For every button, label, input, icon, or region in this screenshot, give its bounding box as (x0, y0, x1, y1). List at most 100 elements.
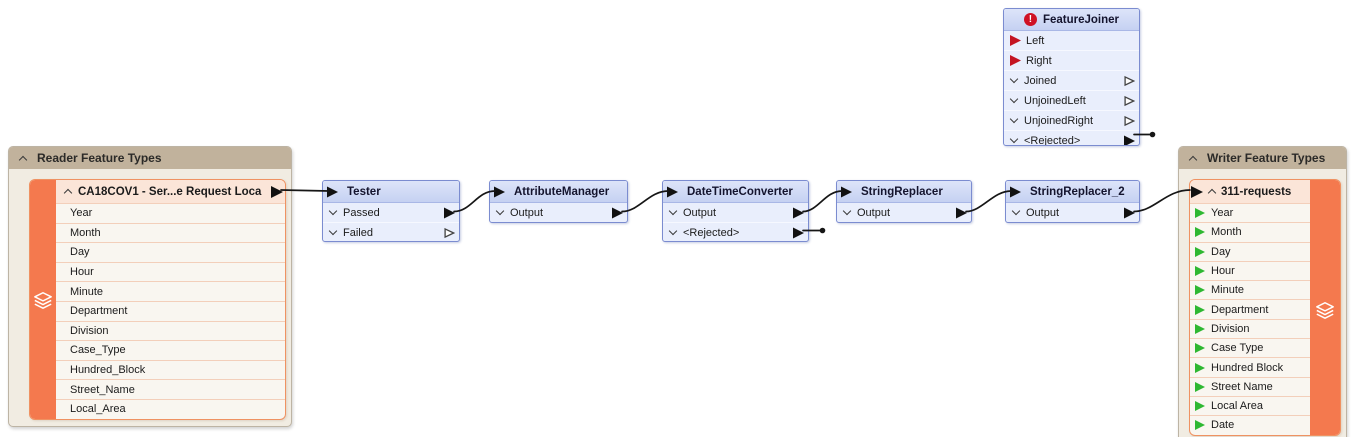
writer-attribute-row[interactable]: Date (1190, 415, 1310, 434)
transformer-stringreplacer[interactable]: StringReplacer Output (836, 180, 972, 223)
input-port[interactable] (494, 186, 505, 197)
transformer-stringreplacer-2[interactable]: StringReplacer_2 Output (1005, 180, 1140, 223)
writer-feature-types-panel[interactable]: Writer Feature Types 311-requests Year M… (1178, 146, 1347, 437)
chevron-down-icon[interactable] (1010, 96, 1019, 105)
output-row-joined[interactable]: Joined (1004, 70, 1139, 90)
collapse-icon[interactable] (19, 154, 28, 163)
transformer-header[interactable]: StringReplacer_2 (1006, 181, 1139, 203)
output-row-unjoinedright[interactable]: UnjoinedRight (1004, 110, 1139, 130)
transformer-featurejoiner[interactable]: ! FeatureJoiner Left Right Joined Unjoin… (1003, 8, 1140, 146)
output-port[interactable] (793, 207, 804, 218)
output-row-output[interactable]: Output (1006, 203, 1139, 222)
output-row-passed[interactable]: Passed (323, 203, 459, 222)
output-port[interactable] (444, 227, 455, 238)
chevron-down-icon[interactable] (1010, 76, 1019, 85)
chevron-down-icon[interactable] (843, 208, 852, 217)
output-port[interactable] (793, 227, 804, 238)
input-port[interactable] (667, 186, 678, 197)
transformer-header[interactable]: DateTimeConverter (663, 181, 808, 203)
output-row-rejected[interactable]: <Rejected> (663, 222, 808, 241)
output-port[interactable] (1124, 75, 1135, 86)
transformer-header[interactable]: AttributeManager (490, 181, 627, 203)
output-row-rejected[interactable]: <Rejected> (1004, 130, 1139, 145)
chevron-down-icon[interactable] (1010, 116, 1019, 125)
reader-attribute-row[interactable]: Case_Type (56, 340, 285, 360)
reader-attribute-row[interactable]: Local_Area (56, 398, 285, 419)
output-row-output[interactable]: Output (490, 203, 627, 222)
writer-attribute-row[interactable]: Department (1190, 299, 1310, 318)
attribute-port-icon (1195, 381, 1205, 392)
output-row-output[interactable]: Output (837, 203, 971, 222)
input-port[interactable] (1010, 186, 1021, 197)
writer-attribute-row[interactable]: Division (1190, 318, 1310, 338)
output-port[interactable] (612, 207, 623, 218)
reader-attribute-row[interactable]: Division (56, 320, 285, 341)
reader-attribute-row[interactable]: Month (56, 222, 285, 243)
writer-attribute-row[interactable]: Street Name (1190, 376, 1310, 396)
chevron-down-icon[interactable] (1010, 136, 1019, 145)
collapse-icon[interactable] (1208, 187, 1217, 196)
transformer-attributemanager[interactable]: AttributeManager Output (489, 180, 628, 223)
collapse-icon[interactable] (64, 187, 73, 196)
writer-feature-type-card[interactable]: 311-requests Year Month Day Hour Minute … (1189, 179, 1341, 436)
attribute-port-icon (1195, 343, 1205, 354)
output-row-failed[interactable]: Failed (323, 222, 459, 241)
input-port-right[interactable] (1010, 55, 1021, 66)
reader-attribute-row[interactable]: Hundred_Block (56, 359, 285, 380)
output-port[interactable] (1124, 115, 1135, 126)
writer-attribute-row[interactable]: Year (1190, 203, 1310, 222)
output-port[interactable] (956, 207, 967, 218)
input-row-right[interactable]: Right (1004, 50, 1139, 70)
input-port[interactable] (327, 186, 338, 197)
transformer-datetimeconverter[interactable]: DateTimeConverter Output <Rejected> (662, 180, 809, 242)
collapse-icon[interactable] (1189, 154, 1198, 163)
reader-attribute-row[interactable]: Street_Name (56, 379, 285, 399)
output-port[interactable] (444, 207, 455, 218)
reader-panel-header[interactable]: Reader Feature Types (9, 147, 291, 169)
chevron-down-icon[interactable] (329, 208, 338, 217)
writer-attribute-row[interactable]: Hour (1190, 260, 1310, 280)
writer-attribute-row[interactable]: Month (1190, 222, 1310, 241)
chevron-down-icon[interactable] (329, 228, 338, 237)
reader-attribute-row[interactable]: Minute (56, 281, 285, 301)
chevron-down-icon[interactable] (496, 208, 505, 217)
attribute-label: Hour (70, 266, 94, 279)
output-port[interactable] (1124, 135, 1135, 145)
writer-attribute-row[interactable]: Local Area (1190, 395, 1310, 415)
output-label: Output (1026, 206, 1060, 219)
writer-attribute-row[interactable]: Day (1190, 241, 1310, 261)
chevron-down-icon[interactable] (669, 208, 678, 217)
output-row-output[interactable]: Output (663, 203, 808, 222)
reader-output-port[interactable] (271, 185, 283, 198)
chevron-down-icon[interactable] (669, 228, 678, 237)
attribute-label: Local Area (1211, 400, 1263, 413)
reader-attribute-row[interactable]: Department (56, 300, 285, 321)
input-port-left[interactable] (1010, 35, 1021, 46)
chevron-down-icon[interactable] (1012, 208, 1021, 217)
writer-input-port[interactable] (1191, 185, 1203, 198)
output-port[interactable] (1124, 95, 1135, 106)
output-row-unjoinedleft[interactable]: UnjoinedLeft (1004, 90, 1139, 110)
transformer-header[interactable]: StringReplacer (837, 181, 971, 203)
writer-panel-header[interactable]: Writer Feature Types (1179, 147, 1346, 169)
transformer-header[interactable]: ! FeatureJoiner (1004, 9, 1139, 31)
transformer-header[interactable]: Tester (323, 181, 459, 203)
writer-attribute-row[interactable]: Minute (1190, 280, 1310, 299)
input-port[interactable] (841, 186, 852, 197)
reader-feature-type-header[interactable]: CA18COV1 - Ser...e Request Loca (56, 180, 285, 203)
reader-feature-types-panel[interactable]: Reader Feature Types CA18COV1 - Ser...e … (8, 146, 292, 427)
output-port[interactable] (1124, 207, 1135, 218)
input-row-left[interactable]: Left (1004, 31, 1139, 50)
reader-feature-type-card[interactable]: CA18COV1 - Ser...e Request Loca Year Mon… (29, 179, 286, 420)
output-label: UnjoinedRight (1024, 114, 1094, 127)
reader-panel-title: Reader Feature Types (37, 151, 162, 165)
attribute-label: Hundred Block (1211, 361, 1284, 374)
writer-attribute-row[interactable]: Hundred Block (1190, 357, 1310, 376)
transformer-tester[interactable]: Tester Passed Failed (322, 180, 460, 242)
reader-attribute-row[interactable]: Day (56, 242, 285, 262)
reader-attribute-row[interactable]: Year (56, 203, 285, 223)
writer-feature-type-header[interactable]: 311-requests (1190, 180, 1310, 203)
reader-attribute-row[interactable]: Hour (56, 261, 285, 282)
writer-attribute-row[interactable]: Case Type (1190, 338, 1310, 357)
